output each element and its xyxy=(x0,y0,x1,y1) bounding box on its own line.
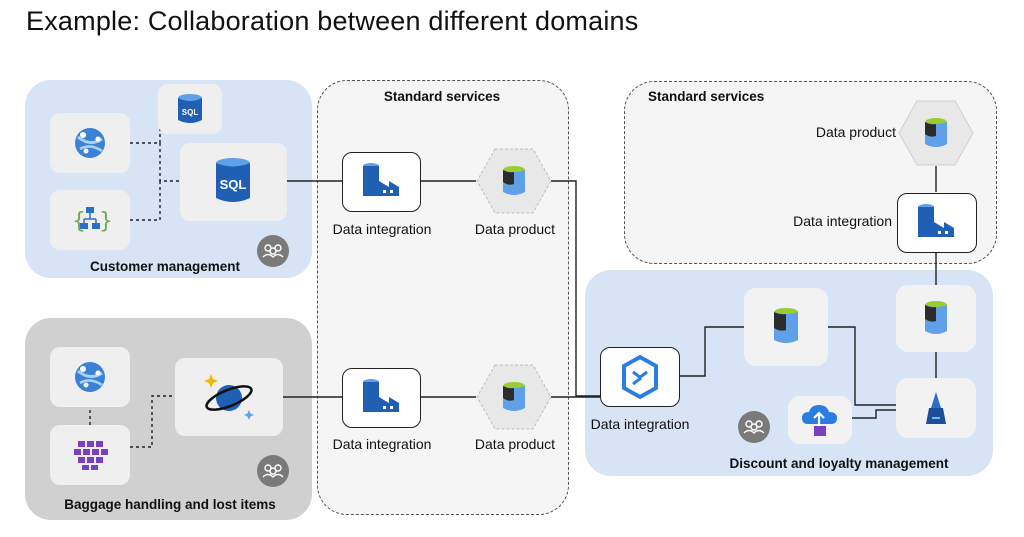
api-management-icon: { } xyxy=(72,207,113,234)
cosmos-db-tile xyxy=(175,358,283,436)
data-integration-bottom-card xyxy=(342,368,421,428)
api-tile: { } xyxy=(50,190,130,250)
data-integration-right-card xyxy=(897,193,977,253)
standard-services-right-label: Standard services xyxy=(648,89,765,104)
data-integration-bottom-label: Data integration xyxy=(332,436,432,452)
data-factory-icon xyxy=(918,204,954,237)
event-hubs-icon xyxy=(74,441,108,470)
team-icon xyxy=(738,411,770,443)
synapse-pipeline-icon xyxy=(622,354,658,400)
sql-small-tile: SQL xyxy=(158,84,222,134)
standard-services-left-label: Standard services xyxy=(383,89,501,104)
discount-loyalty-label: Discount and loyalty management xyxy=(729,456,949,471)
data-integration-discount-card xyxy=(600,347,680,407)
data-product-bottom-hex xyxy=(476,364,552,430)
sql-large-tile: SQL xyxy=(180,143,287,221)
upload-service-tile xyxy=(788,396,852,444)
event-hub-tile xyxy=(50,425,130,485)
data-lake-right-tile xyxy=(896,285,976,352)
data-product-top-hex xyxy=(476,148,552,214)
sql-small-text: SQL xyxy=(182,108,199,117)
globe-icon xyxy=(75,128,105,158)
data-integration-top-label: Data integration xyxy=(332,221,432,237)
sql-database-icon: SQL xyxy=(178,94,202,123)
data-product-right-label: Data product xyxy=(815,124,896,140)
data-integration-discount-label: Data integration xyxy=(590,416,690,432)
data-integration-top-card xyxy=(342,152,421,212)
baggage-handling-label: Baggage handling and lost items xyxy=(64,497,276,512)
team-icon xyxy=(257,455,289,487)
sql-database-icon: SQL xyxy=(216,158,250,202)
data-factory-icon xyxy=(363,379,399,412)
data-product-bottom-label: Data product xyxy=(474,436,556,452)
web-app-tile xyxy=(50,113,130,173)
data-lake-icon xyxy=(774,308,798,343)
customer-management-label: Customer management xyxy=(89,259,241,274)
data-integration-right-label: Data integration xyxy=(793,213,892,229)
data-product-discount-tile xyxy=(744,288,828,366)
web-app-tile xyxy=(50,347,130,407)
svg-text:}: } xyxy=(99,209,113,234)
machine-learning-tile xyxy=(896,378,976,438)
page-title: Example: Collaboration between different… xyxy=(26,6,639,36)
globe-icon xyxy=(75,362,105,392)
machine-learning-icon xyxy=(926,392,946,424)
data-lake-icon xyxy=(925,301,947,334)
data-factory-icon xyxy=(363,163,399,196)
cloud-upload-icon xyxy=(802,405,837,436)
cosmos-db-icon xyxy=(204,374,254,420)
data-product-top-label: Data product xyxy=(474,221,556,237)
team-icon xyxy=(257,235,289,267)
sql-large-text: SQL xyxy=(220,177,247,192)
data-product-right-hex xyxy=(898,100,974,166)
